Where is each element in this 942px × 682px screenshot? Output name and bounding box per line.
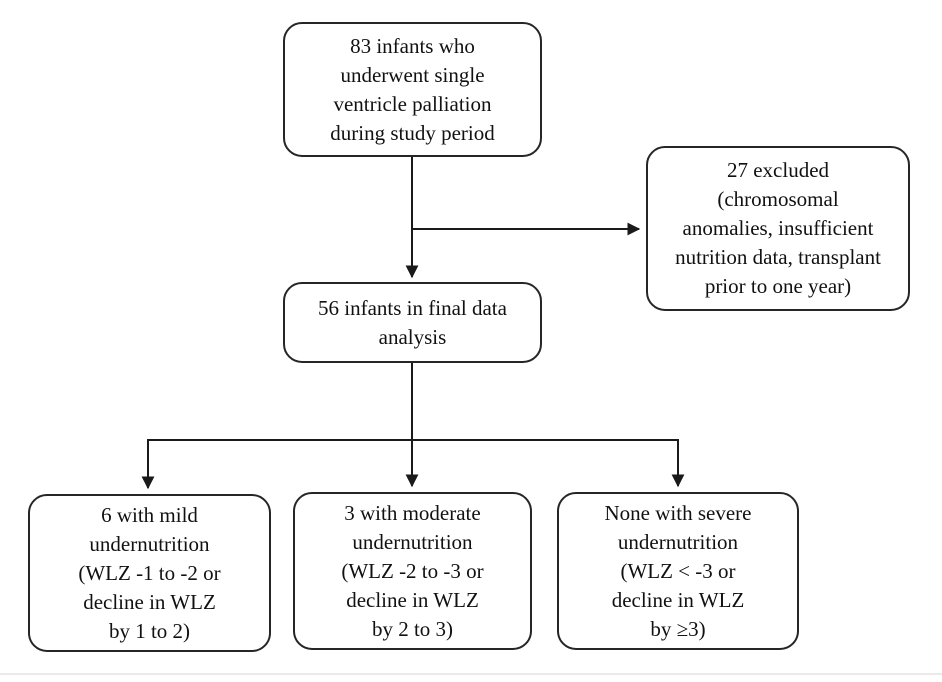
box-final-analysis-text: 56 infants in final data analysis <box>318 295 507 349</box>
box-mild-undernutrition: 6 with mild undernutrition (WLZ -1 to -2… <box>28 494 271 652</box>
box-moderate-undernutrition-text: 3 with moderate undernutrition (WLZ -2 t… <box>341 500 484 641</box>
box-severe-undernutrition-text: None with severe undernutrition (WLZ < -… <box>604 500 752 641</box>
box-final-analysis: 56 infants in final data analysis <box>283 282 542 363</box>
box-moderate-undernutrition: 3 with moderate undernutrition (WLZ -2 t… <box>293 492 532 650</box>
box-excluded-text: 27 excluded (chromosomal anomalies, insu… <box>675 158 881 298</box>
box-enrolled-text: 83 infants who underwent single ventricl… <box>330 33 495 145</box>
box-mild-undernutrition-text: 6 with mild undernutrition (WLZ -1 to -2… <box>78 502 221 643</box>
box-enrolled: 83 infants who underwent single ventricl… <box>283 22 542 157</box>
box-severe-undernutrition: None with severe undernutrition (WLZ < -… <box>557 492 799 650</box>
box-excluded: 27 excluded (chromosomal anomalies, insu… <box>646 146 910 311</box>
figure-bottom-rule <box>0 673 942 675</box>
